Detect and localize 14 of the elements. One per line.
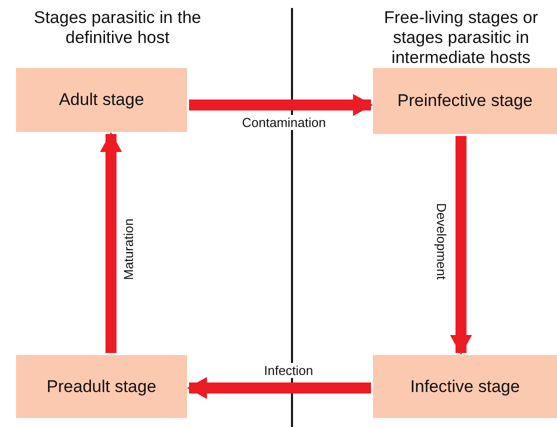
arrow xyxy=(450,136,472,355)
column-heading: Stages parasitic in the definitive host xyxy=(32,8,202,48)
stage-box: Infective stage xyxy=(373,355,557,418)
arrow xyxy=(100,132,122,353)
edge-label: Contamination xyxy=(242,115,326,130)
stage-box: Adult stage xyxy=(16,68,187,132)
stage-box: Preadult stage xyxy=(16,355,187,418)
arrow xyxy=(187,377,371,399)
arrow xyxy=(189,94,373,116)
column-heading: Free-living stages or stages parasitic in intermediate hosts xyxy=(382,8,539,68)
edge-label: Development xyxy=(434,203,449,280)
edge-label: Maturation xyxy=(121,218,136,280)
stage-box: Preinfective stage xyxy=(373,68,557,134)
edge-label: Infection xyxy=(264,363,314,378)
